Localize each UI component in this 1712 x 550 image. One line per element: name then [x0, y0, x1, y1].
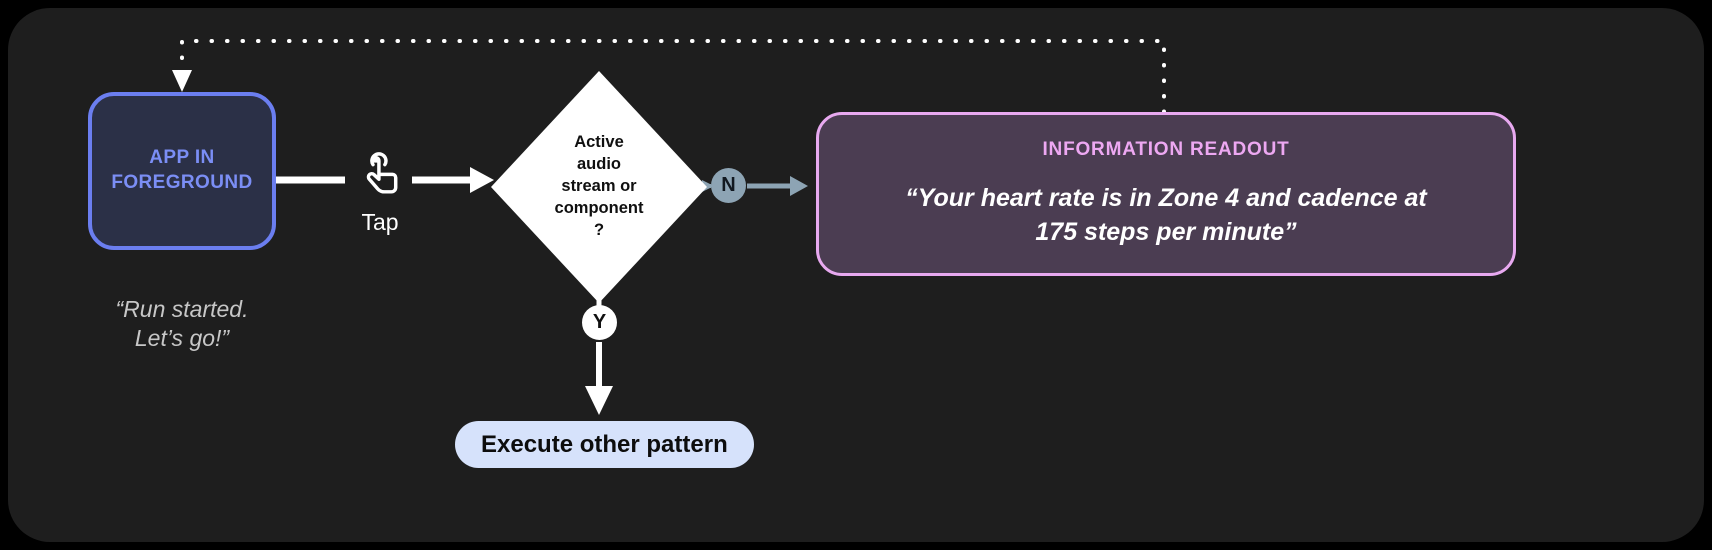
node-app-in-foreground[interactable]: APP IN FOREGROUND [88, 92, 276, 250]
branch-badge-no-label: N [721, 174, 736, 196]
decision-diamond-shape [491, 71, 707, 303]
branch-badge-no: N [711, 168, 746, 203]
node-execute-other-pattern[interactable]: Execute other pattern [455, 421, 754, 468]
node-decision-active-audio[interactable]: Active audio stream or component ? [491, 71, 707, 303]
gesture-tap-group: Tap [344, 150, 416, 236]
caption-line1: “Run started. [115, 296, 249, 322]
readout-body: “Your heart rate is in Zone 4 and cadenc… [846, 181, 1486, 249]
readout-title: INFORMATION READOUT [1042, 139, 1290, 160]
connector-tap-to-decision [412, 167, 494, 193]
app-in-foreground-label: APP IN FOREGROUND [111, 146, 252, 195]
readout-body-line1: “Your heart rate is in Zone 4 and cadenc… [905, 184, 1427, 212]
branch-badge-yes-label: Y [592, 311, 607, 333]
connector-no-to-readout [747, 176, 808, 196]
decision-line2: audio [576, 155, 621, 174]
app-foreground-caption: “Run started. Let’s go!” [72, 295, 292, 354]
tap-gesture-icon [366, 152, 398, 194]
app-label-line2: FOREGROUND [111, 172, 253, 193]
gesture-tap-label: Tap [361, 209, 399, 235]
decision-label: Active audio stream or component ? [491, 71, 707, 303]
decision-line4: component [554, 198, 644, 217]
execute-other-pattern-label: Execute other pattern [481, 430, 728, 458]
readout-body-line2: 175 steps per minute” [1035, 218, 1297, 246]
branch-badge-yes: Y [582, 305, 617, 340]
decision-line3: stream or [561, 177, 637, 196]
flowchart-canvas: APP IN FOREGROUND “Run started. Let’s go… [8, 8, 1704, 542]
connector-yes-to-execute [585, 342, 613, 415]
decision-line1: Active [574, 133, 624, 152]
app-label-line1: APP IN [149, 147, 215, 169]
decision-line5: ? [593, 220, 605, 239]
caption-line2: Let’s go!” [134, 325, 230, 352]
node-information-readout[interactable]: INFORMATION READOUT “Your heart rate is … [816, 112, 1516, 276]
